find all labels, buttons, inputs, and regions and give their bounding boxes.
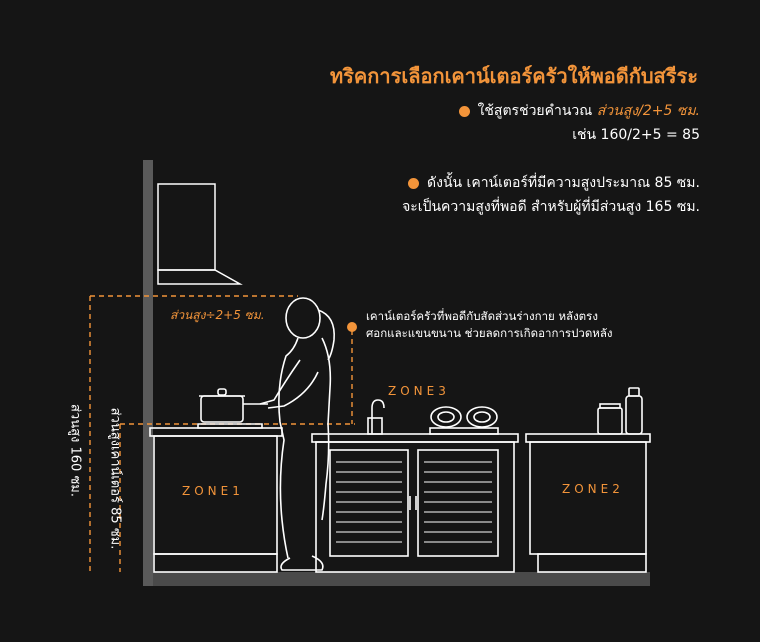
page-title: ทริคการเลือกเคาน์เตอร์ครัวให้พอดีกับสรีร… (329, 64, 698, 88)
range-hood (157, 183, 243, 285)
counter-zone3 (311, 433, 519, 573)
tip-formula-line: ใช้สูตรช่วยคำนวณ ส่วนสูง/2+5 ซม. (458, 100, 700, 122)
jars (597, 387, 643, 435)
tip2-line2: จะเป็นความสูงที่พอดี สำหรับผู้ที่มีส่วนส… (402, 199, 700, 215)
zone2-label: ZONE2 (562, 482, 624, 496)
annotation-line2: ศอกและแขนขนาน ช่วยลดการเกิดอาการปวดหลัง (366, 326, 613, 340)
tip2-line1-row: ดังนั้น เคาน์เตอร์ที่มีความสูงประมาณ 85 … (408, 172, 700, 194)
zone1-label: ZONE1 (182, 484, 244, 498)
annotation-line1: เคาน์เตอร์ครัวที่พอดีกับสัดส่วนร่างกาย ห… (366, 309, 598, 323)
counter-zone1 (149, 423, 283, 573)
wall (143, 160, 153, 586)
person-height-label: ส่วนสูง 160 ซม. (67, 403, 83, 497)
bullet-icon (408, 177, 420, 189)
bullet-icon (458, 105, 470, 117)
tip1-example: เช่น 160/2+5 = 85 (572, 127, 700, 143)
cabinet-slats (336, 461, 492, 543)
formula-label: ส่วนสูง÷2+5 ซม. (170, 308, 265, 322)
zone3-label: ZONE3 (388, 384, 450, 398)
tip1-formula: ส่วนสูง/2+5 ซม. (596, 103, 700, 119)
faucet (367, 399, 385, 435)
person (259, 297, 335, 571)
tip1-prefix: ใช้สูตรช่วยคำนวณ (477, 103, 593, 119)
floor (145, 572, 650, 586)
annotation-dot (347, 322, 357, 332)
pot (199, 388, 268, 423)
counter-height-label: ส่วนสูงเคาน์เตอร์ 85 ซม. (107, 407, 123, 550)
tip2-line1: ดังนั้น เคาน์เตอร์ที่มีความสูงประมาณ 85 … (427, 175, 700, 191)
dish-rack (429, 406, 499, 435)
counter-zone2 (525, 433, 651, 573)
